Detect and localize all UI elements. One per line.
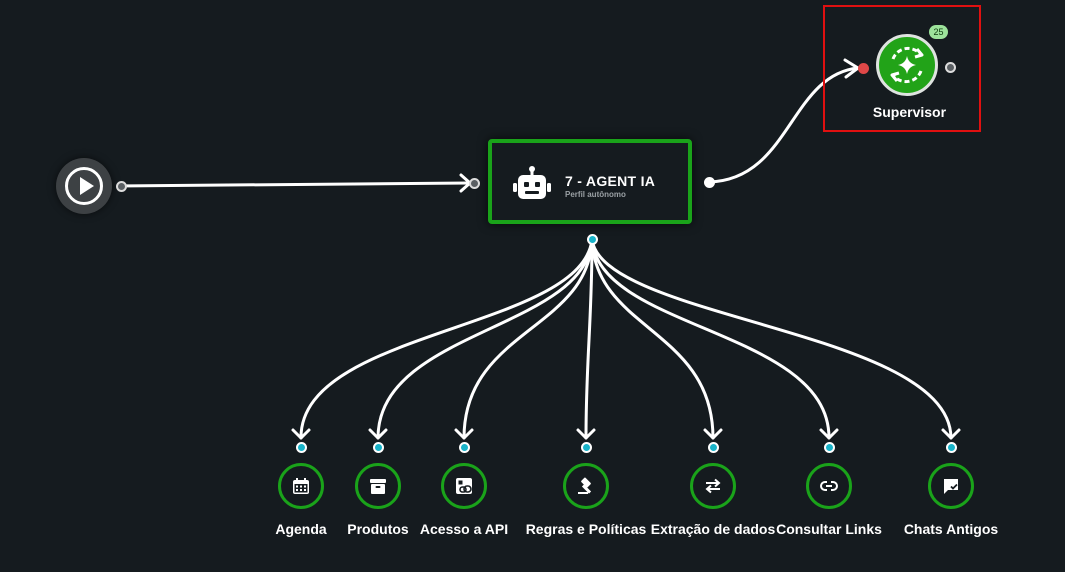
tool-node-api[interactable] xyxy=(441,463,487,509)
edge-arrowhead xyxy=(819,428,839,440)
archive-box-icon xyxy=(370,479,386,494)
start-node[interactable] xyxy=(56,158,112,214)
api-link-icon xyxy=(456,478,472,494)
tool-input-handle[interactable] xyxy=(708,442,719,453)
tool-node-produtos[interactable] xyxy=(355,463,401,509)
tool-input-handle[interactable] xyxy=(459,442,470,453)
edge-arrowhead xyxy=(368,428,388,440)
edge-arrowhead xyxy=(576,428,596,440)
tool-node-extracao[interactable] xyxy=(690,463,736,509)
edge-agent-agenda[interactable] xyxy=(299,238,594,440)
supervisor-label: Supervisor xyxy=(872,104,947,120)
supervisor-input-handle[interactable] xyxy=(858,63,869,74)
edge-arrowhead xyxy=(454,428,474,440)
sync-sparkle-icon xyxy=(890,46,924,84)
gavel-icon xyxy=(578,477,592,494)
link-icon xyxy=(820,481,838,491)
edge-agent-chats[interactable] xyxy=(590,238,953,440)
supervisor-node[interactable] xyxy=(876,34,938,96)
tool-label-produtos: Produtos xyxy=(347,521,409,537)
play-circle-icon xyxy=(65,167,103,205)
edge-agent-api[interactable] xyxy=(462,238,594,440)
supervisor-badge: 25 xyxy=(929,25,948,39)
edge-arrowhead xyxy=(291,428,311,440)
tool-input-handle[interactable] xyxy=(824,442,835,453)
start-output-handle[interactable] xyxy=(116,181,127,192)
agent-input-handle[interactable] xyxy=(469,178,480,189)
edge-start-agent[interactable] xyxy=(119,181,472,188)
tool-input-handle[interactable] xyxy=(946,442,957,453)
tool-node-agenda[interactable] xyxy=(278,463,324,509)
agent-title: 7 - AGENT IA xyxy=(565,173,656,189)
robot-icon xyxy=(513,166,551,199)
tool-label-regras: Regras e Políticas xyxy=(525,521,647,537)
edge-agent-extracao[interactable] xyxy=(590,238,715,440)
tool-label-agenda: Agenda xyxy=(275,521,327,537)
edge-arrowhead xyxy=(941,428,961,440)
tool-node-links[interactable] xyxy=(806,463,852,509)
agent-output-handle[interactable] xyxy=(704,177,715,188)
edge-agent-links[interactable] xyxy=(590,238,831,440)
chat-check-icon xyxy=(944,479,958,494)
tool-label-extracao: Extração de dados xyxy=(650,521,776,537)
tool-label-links: Consultar Links xyxy=(776,521,882,537)
tool-node-chats[interactable] xyxy=(928,463,974,509)
tool-input-handle[interactable] xyxy=(296,442,307,453)
swap-arrows-icon xyxy=(705,478,721,494)
tool-label-api: Acesso a API xyxy=(419,521,509,537)
edge-agent-regras[interactable] xyxy=(584,238,594,440)
edge-agent-produtos[interactable] xyxy=(376,238,594,440)
edge-arrowhead xyxy=(703,428,723,440)
edge-agent-supervisor[interactable] xyxy=(707,66,860,184)
supervisor-output-handle[interactable] xyxy=(945,62,956,73)
agent-subtitle: Perfil autônomo xyxy=(565,190,626,199)
tool-input-handle[interactable] xyxy=(581,442,592,453)
agent-tools-handle[interactable] xyxy=(587,234,598,245)
calendar-icon xyxy=(293,478,309,494)
tool-input-handle[interactable] xyxy=(373,442,384,453)
tool-node-regras[interactable] xyxy=(563,463,609,509)
supervisor-highlight xyxy=(823,5,981,132)
tool-label-chats: Chats Antigos xyxy=(903,521,999,537)
agent-node[interactable]: 7 - AGENT IA Perfil autônomo xyxy=(488,139,692,224)
